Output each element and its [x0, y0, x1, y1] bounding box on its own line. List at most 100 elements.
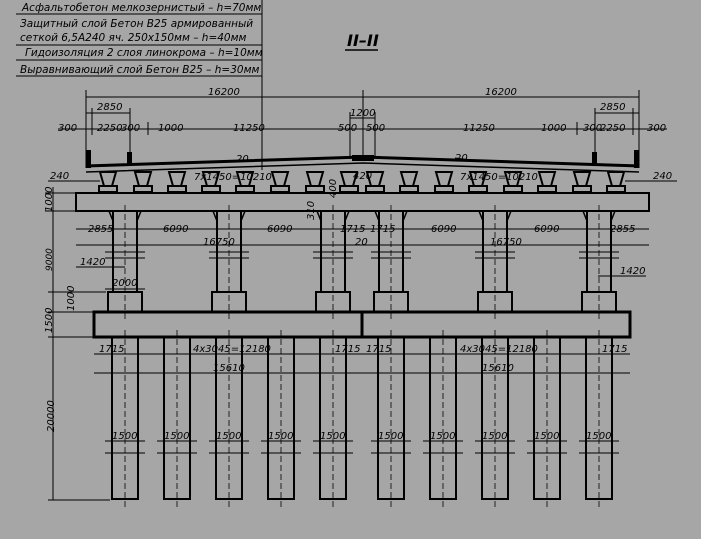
column: [371, 205, 411, 320]
section-title: II–II: [347, 31, 379, 50]
dim-300-l1: 300: [58, 123, 77, 134]
piles: 1500 1500 1500 1500 1500 1500 1500 1500 1500 1500: [105, 330, 619, 508]
dim-col-2: 400: [328, 179, 339, 198]
column: [475, 205, 515, 320]
pile: 1500: [105, 330, 145, 508]
dim-inner-l: 1715: [340, 224, 365, 235]
dim-300-r2: 300: [647, 123, 666, 134]
layers-legend: Асфальтобетон мелкозернистый – h=70мм За…: [16, 0, 263, 170]
beam: [133, 171, 153, 193]
pile: 1500: [527, 330, 567, 508]
dim-pile-edge-2: 1715: [335, 344, 360, 355]
pile: 1500: [261, 330, 301, 508]
pile-diameter-label: 1500: [216, 431, 241, 442]
dim-footing-len-r: 15610: [482, 363, 514, 374]
beam: [167, 171, 187, 193]
dim-edge-col-l: 2855: [88, 224, 113, 235]
dim-sidewalk-left: 2850: [97, 102, 122, 113]
dim-col-spacing-4: 6090: [534, 224, 559, 235]
pile-diameter-label: 1500: [320, 431, 345, 442]
column: [579, 205, 619, 320]
dim-300-r1: 300: [583, 123, 602, 134]
dim-pile-spacing-l: 4х3045=12180: [193, 344, 271, 355]
dim-col-spacing-1: 6090: [163, 224, 188, 235]
dim-pile-edge-4: 1715: [602, 344, 627, 355]
column: [313, 205, 353, 320]
dim-cap-h: 1000: [44, 187, 55, 212]
dim-half-span-right: 16200: [485, 87, 517, 98]
slope-left: 20: [236, 154, 249, 165]
beam: [339, 171, 359, 193]
dim-col-3: 310: [306, 201, 317, 220]
pile: 1500: [313, 330, 353, 508]
dim-1000-r: 1000: [541, 123, 566, 134]
dim-ped-h: 1000: [66, 286, 77, 311]
footing-left: [92, 310, 364, 339]
beam: [434, 171, 454, 193]
beam: [305, 171, 325, 193]
footing-right: [360, 310, 632, 339]
pile: 1500: [579, 330, 619, 508]
dim-carriage-l: 11250: [233, 123, 265, 134]
layer-2b: сеткой 6,5А240 яч. 250х150мм – h=40мм: [20, 32, 247, 44]
beams-right: 7х1450=10210: [460, 172, 538, 183]
layer-1: Асфальтобетон мелкозернистый – h=70мм: [21, 2, 261, 14]
layer-2: Защитный слой Бетон В25 армированный: [20, 18, 253, 30]
beam: [399, 171, 419, 193]
dim-half-span-left: 16200: [208, 87, 240, 98]
pile: 1500: [157, 330, 197, 508]
pile-diameter-label: 1500: [112, 431, 137, 442]
beam-gap: 420: [353, 171, 372, 182]
pile: 1500: [423, 330, 463, 508]
dim-sidewalk-right: 2850: [600, 102, 625, 113]
pile-diameter-label: 1500: [430, 431, 455, 442]
pile: 1500: [475, 330, 515, 508]
beam: [606, 171, 626, 193]
dim-300-l2: 300: [121, 123, 140, 134]
dim-240-left: 240: [50, 171, 69, 182]
pile-diameter-label: 1500: [164, 431, 189, 442]
pile-diameter-label: 1500: [586, 431, 611, 442]
dim-pile-len: 20000: [46, 400, 57, 432]
dim-ped-w: 2000: [112, 278, 137, 289]
dim-carriage-r: 11250: [463, 123, 495, 134]
pile: 1500: [209, 330, 249, 508]
column: [105, 205, 145, 320]
slope-right: 20: [455, 153, 468, 164]
pile-diameter-label: 1500: [482, 431, 507, 442]
beam: [537, 171, 557, 193]
dim-cap-len-r: 16750: [490, 237, 522, 248]
beam-group: [98, 171, 626, 193]
dim-col-h: 9000: [45, 248, 55, 271]
dim-240-right: 240: [653, 171, 672, 182]
superstructure: 20 20 240 240 7х1450=10210 7х1450=10210 …: [48, 150, 677, 193]
dim-col-spacing-2: 6090: [267, 224, 292, 235]
dim-500-r: 500: [366, 123, 385, 134]
pile-diameter-label: 1500: [378, 431, 403, 442]
beam: [98, 171, 118, 193]
dim-inner-r: 1715: [370, 224, 395, 235]
dim-median: 1200: [350, 108, 375, 119]
dim-500-l: 500: [338, 123, 357, 134]
dim-slope-c: 20: [355, 237, 368, 248]
columns: [105, 205, 619, 320]
dim-footing-h: 1500: [44, 308, 55, 333]
pile-diameter-label: 1500: [268, 431, 293, 442]
dim-2250-r: 2250: [600, 123, 625, 134]
column: [209, 205, 249, 320]
dim-1000-l: 1000: [158, 123, 183, 134]
dim-col-offset-l: 1420: [80, 257, 105, 268]
layer-3: Гидоизоляция 2 слоя линокрома – h=10мм: [25, 47, 263, 59]
dim-2250-l: 2250: [97, 123, 122, 134]
cap-beam: [75, 192, 650, 212]
dim-col-spacing-3: 6090: [431, 224, 456, 235]
beam: [365, 171, 385, 193]
pile-diameter-label: 1500: [534, 431, 559, 442]
beam: [572, 171, 592, 193]
layer-4: Выравнивающий слой Бетон В25 – h=30мм: [20, 64, 260, 76]
pile-dimensions: 1715 1715 1715 1715 4х3045=12180 4х3045=…: [94, 344, 630, 374]
dim-edge-col-r: 2855: [610, 224, 635, 235]
beams-left: 7х1450=10210: [194, 172, 272, 183]
beam: [270, 171, 290, 193]
